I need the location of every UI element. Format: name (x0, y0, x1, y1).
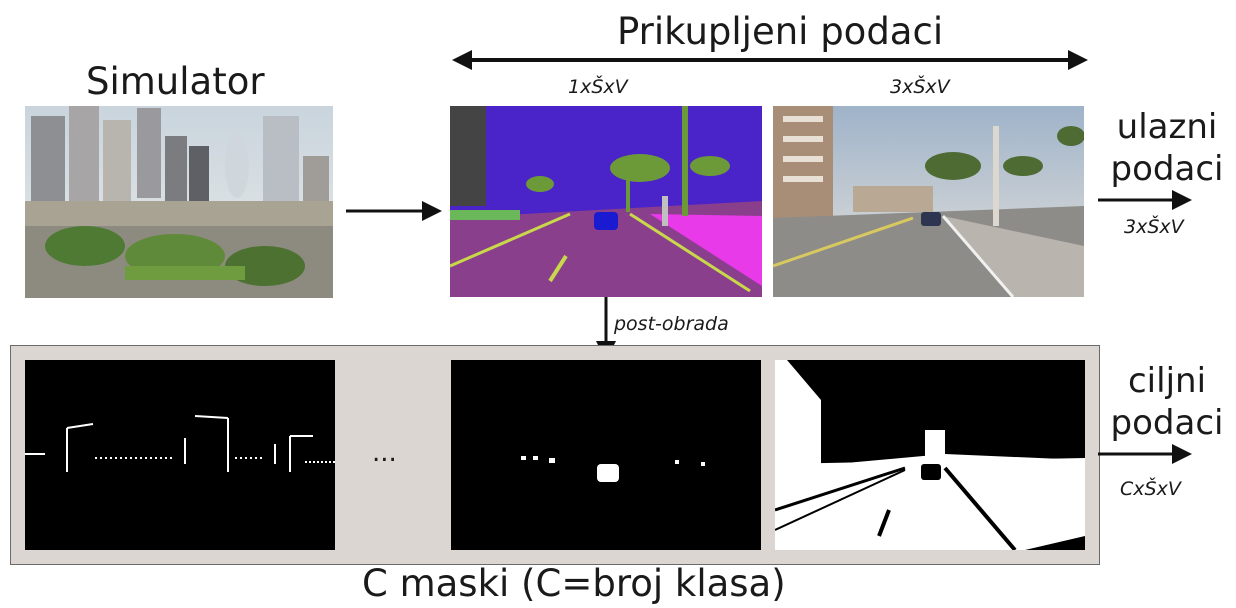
mask-vehicles-image (451, 360, 761, 550)
target-dims-label: CxŠxV (1120, 478, 1181, 500)
post-processing-label: post-obrada (614, 313, 729, 335)
input-data-line2: podaci (1110, 149, 1224, 189)
target-data-arrow (1098, 444, 1192, 464)
rgb-dims-label: 3xŠxV (890, 76, 950, 98)
ellipsis: ... (372, 438, 397, 468)
input-data-label: ulazni podaci (1104, 106, 1230, 190)
target-data-label: ciljni podaci (1104, 360, 1230, 444)
simulator-label: Simulator (86, 60, 265, 103)
collected-data-double-arrow (452, 50, 1088, 70)
mask-poles-image (25, 360, 335, 550)
input-data-line1: ulazni (1116, 107, 1218, 147)
rgb-camera-image (773, 106, 1084, 297)
masks-caption: C maski (C=broj klasa) (362, 562, 786, 605)
input-dims-label: 3xŠxV (1124, 216, 1184, 238)
seg-dims-label: 1xŠxV (568, 76, 628, 98)
target-data-line2: podaci (1110, 403, 1224, 443)
target-data-line1: ciljni (1127, 361, 1207, 401)
simulator-arrow (346, 201, 442, 221)
input-data-arrow (1098, 190, 1192, 210)
simulator-city-image (25, 106, 333, 298)
collected-data-label: Prikupljeni podaci (617, 10, 944, 53)
mask-road-image (775, 360, 1085, 550)
segmentation-image (450, 106, 762, 297)
